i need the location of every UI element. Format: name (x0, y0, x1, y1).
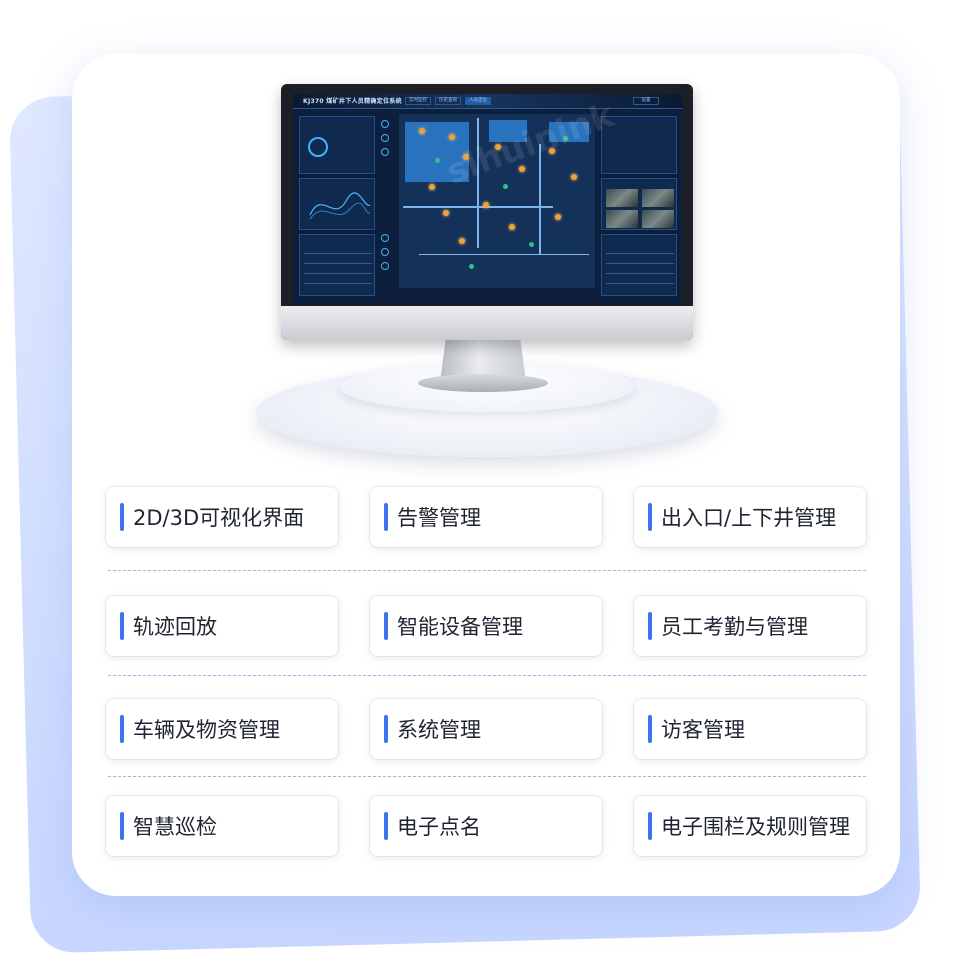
feature-label: 智慧巡检 (133, 815, 217, 839)
divider (108, 675, 866, 676)
accent-bar (648, 612, 652, 640)
stats-panel (299, 116, 375, 174)
video-thumbnail[interactable] (642, 210, 674, 228)
alarm-panel (601, 234, 677, 296)
feature-label: 轨迹回放 (133, 615, 217, 639)
map-zone (549, 122, 589, 142)
person-marker[interactable] (509, 224, 515, 230)
accent-bar (384, 812, 388, 840)
accent-bar (648, 812, 652, 840)
person-marker[interactable] (459, 238, 465, 244)
accent-bar (384, 612, 388, 640)
feature-device[interactable]: 智能设备管理 (370, 596, 602, 656)
feature-geofence[interactable]: 电子围栏及规则管理 (634, 796, 866, 856)
person-marker[interactable] (483, 202, 489, 208)
divider (108, 776, 866, 777)
accent-bar (120, 503, 124, 531)
table-panel (299, 234, 375, 296)
tool-icon[interactable] (381, 248, 389, 256)
station-marker[interactable] (503, 184, 508, 189)
map-wall (477, 118, 479, 248)
feature-visualization[interactable]: 2D/3D可视化界面 (106, 487, 338, 547)
monitor-foot (418, 374, 548, 392)
person-marker[interactable] (463, 154, 469, 160)
tool-icon[interactable] (381, 262, 389, 270)
video-panel (601, 178, 677, 230)
screen-tab[interactable]: 人员定位 (465, 97, 491, 105)
accent-bar (384, 715, 388, 743)
person-marker[interactable] (419, 128, 425, 134)
person-marker[interactable] (571, 174, 577, 180)
person-marker[interactable] (519, 166, 525, 172)
screen-title: KJ370 煤矿井下人员精确定位系统 (303, 98, 402, 105)
map-wall (539, 144, 541, 254)
station-marker[interactable] (435, 158, 440, 163)
accent-bar (648, 503, 652, 531)
accent-bar (120, 612, 124, 640)
feature-track-playback[interactable]: 轨迹回放 (106, 596, 338, 656)
feature-label: 2D/3D可视化界面 (133, 506, 305, 530)
feature-label: 告警管理 (397, 506, 481, 530)
feature-attendance[interactable]: 员工考勤与管理 (634, 596, 866, 656)
monitor-chin (281, 306, 693, 340)
chart-panel (299, 178, 375, 230)
video-thumbnail[interactable] (606, 210, 638, 228)
feature-label: 出入口/上下井管理 (661, 506, 837, 530)
person-marker[interactable] (429, 184, 435, 190)
feature-label: 访客管理 (661, 718, 745, 742)
person-marker[interactable] (549, 148, 555, 154)
person-marker[interactable] (495, 144, 501, 150)
feature-rollcall[interactable]: 电子点名 (370, 796, 602, 856)
tool-icon[interactable] (381, 120, 389, 128)
feature-inspection[interactable]: 智慧巡检 (106, 796, 338, 856)
accent-bar (648, 715, 652, 743)
tool-icon[interactable] (381, 148, 389, 156)
feature-visitor[interactable]: 访客管理 (634, 699, 866, 759)
person-marker[interactable] (443, 210, 449, 216)
map-zone (489, 120, 527, 142)
tool-icon[interactable] (381, 234, 389, 242)
feature-vehicle[interactable]: 车辆及物资管理 (106, 699, 338, 759)
station-marker[interactable] (469, 264, 474, 269)
screen-header: KJ370 煤矿井下人员精确定位系统 实时监控 历史查询 人员定位 设置 (293, 94, 682, 109)
map-wall (419, 254, 589, 255)
person-marker[interactable] (449, 134, 455, 140)
video-thumbnail[interactable] (642, 189, 674, 207)
feature-system[interactable]: 系统管理 (370, 699, 602, 759)
screen-tab[interactable]: 实时监控 (405, 97, 431, 105)
feature-entrance[interactable]: 出入口/上下井管理 (634, 487, 866, 547)
feature-label: 电子围栏及规则管理 (661, 815, 850, 839)
wave-chart (309, 192, 371, 220)
floor-map[interactable] (399, 114, 595, 288)
accent-bar (120, 715, 124, 743)
station-marker[interactable] (563, 136, 568, 141)
video-thumbnail[interactable] (606, 189, 638, 207)
feature-label: 电子点名 (397, 815, 481, 839)
accent-bar (120, 812, 124, 840)
monitor-screen: KJ370 煤矿井下人员精确定位系统 实时监控 历史查询 人员定位 设置 (293, 94, 682, 304)
person-marker[interactable] (555, 214, 561, 220)
legend-panel (601, 116, 677, 174)
feature-label: 智能设备管理 (397, 615, 523, 639)
screen-tab[interactable]: 历史查询 (435, 97, 461, 105)
map-zone (405, 122, 469, 182)
feature-label: 员工考勤与管理 (661, 615, 808, 639)
feature-alarm[interactable]: 告警管理 (370, 487, 602, 547)
screen-tab[interactable]: 设置 (633, 97, 659, 105)
feature-label: 系统管理 (397, 718, 481, 742)
station-marker[interactable] (529, 242, 534, 247)
divider (108, 570, 866, 571)
tool-icon[interactable] (381, 134, 389, 142)
gauge-icon (308, 137, 328, 157)
accent-bar (384, 503, 388, 531)
feature-label: 车辆及物资管理 (133, 718, 280, 742)
